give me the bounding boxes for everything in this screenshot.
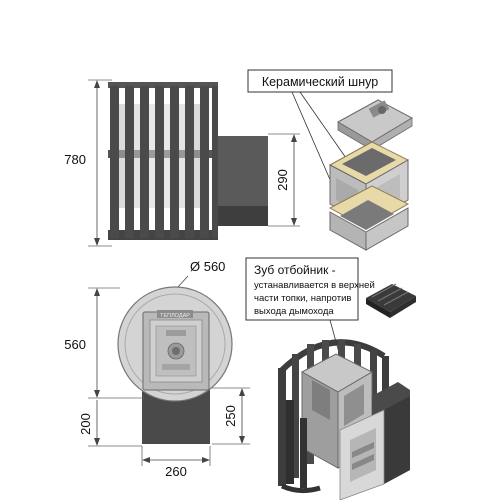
height-290-label: 290 bbox=[275, 169, 290, 191]
deflector-line-1: устанавливается в верхней bbox=[254, 280, 375, 291]
length-250-label: 250 bbox=[223, 405, 238, 427]
deflector-tooth bbox=[366, 283, 416, 318]
height-780-label: 780 bbox=[64, 152, 86, 167]
width-260-label: 260 bbox=[165, 464, 187, 479]
deflector-line-3: выхода дымохода bbox=[254, 306, 334, 317]
ceramic-cord-label: Керамический шнур bbox=[262, 75, 378, 89]
top-view: Ø 560 ТЕПЛОДАР 560 200 bbox=[64, 259, 250, 479]
deflector-callout bbox=[245, 257, 359, 321]
depth-560-label: 560 bbox=[64, 337, 86, 352]
front-view: 780 2 bbox=[64, 79, 300, 247]
deflector-line-2: части топки, напротив bbox=[254, 293, 351, 304]
cage-bars bbox=[110, 86, 218, 238]
exploded-view: Керамический шнур bbox=[247, 69, 414, 251]
diameter-label: Ø 560 bbox=[190, 259, 225, 274]
ceramic-cord-callout bbox=[247, 69, 393, 93]
depth-200-label: 200 bbox=[78, 413, 93, 435]
assembled-view: Зуб отбойник - устанавливается в верхней… bbox=[245, 257, 416, 500]
deflector-title: Зуб отбойник - bbox=[254, 263, 336, 277]
brand-plate: ТЕПЛОДАР bbox=[160, 313, 190, 319]
